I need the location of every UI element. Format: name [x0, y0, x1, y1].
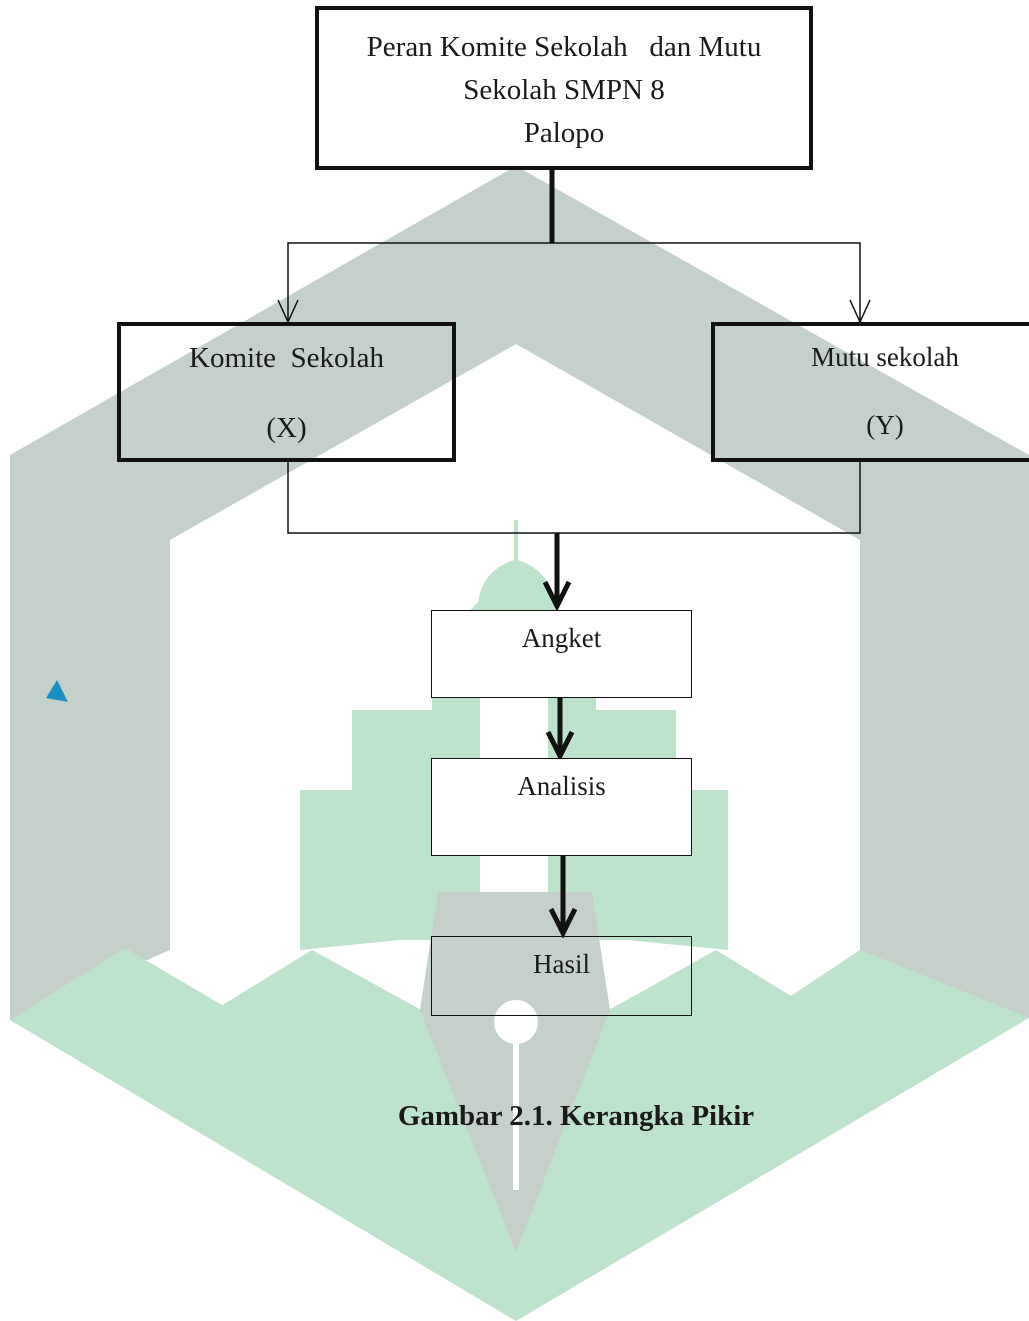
- step-angket-label: Angket: [521, 623, 602, 653]
- watermark-dome: [478, 520, 554, 610]
- variable-x-symbol: (X): [266, 412, 307, 444]
- variable-x-name: Komite Sekolah: [189, 342, 384, 374]
- variable-y-symbol: (Y): [866, 410, 904, 440]
- title-line-3: Palopo: [523, 117, 605, 149]
- arrow-to-hasil-head: [548, 907, 578, 939]
- variable-x-box: Komite Sekolah (X): [117, 322, 456, 462]
- arrow-to-analisis-head: [545, 730, 575, 762]
- watermark-pen-hole: [494, 1000, 538, 1044]
- variable-y-name: Mutu sekolah: [811, 342, 959, 372]
- title-box: Peran Komite Sekolah dan Mutu Sekolah SM…: [315, 6, 813, 170]
- variable-y-box: Mutu sekolah (Y): [711, 322, 1029, 462]
- step-hasil-label: Hasil: [533, 949, 590, 979]
- merge-line: [287, 462, 861, 534]
- step-hasil-box: Hasil: [431, 936, 692, 1016]
- title-line-1: Peran Komite Sekolah dan Mutu: [366, 31, 762, 63]
- title-line-2: Sekolah SMPN 8: [463, 74, 665, 106]
- step-angket-box: Angket: [431, 610, 692, 698]
- step-analisis-box: Analisis: [431, 758, 692, 856]
- figure-caption: Gambar 2.1. Kerangka Pikir: [397, 1100, 755, 1132]
- branch-line: [287, 242, 861, 322]
- watermark-outer-frame: [10, 166, 1029, 1020]
- triangle-marker-icon: [46, 680, 68, 702]
- arrow-to-angket-head: [542, 580, 572, 612]
- watermark-pen-slit: [513, 1040, 519, 1190]
- step-analisis-label: Analisis: [517, 771, 606, 801]
